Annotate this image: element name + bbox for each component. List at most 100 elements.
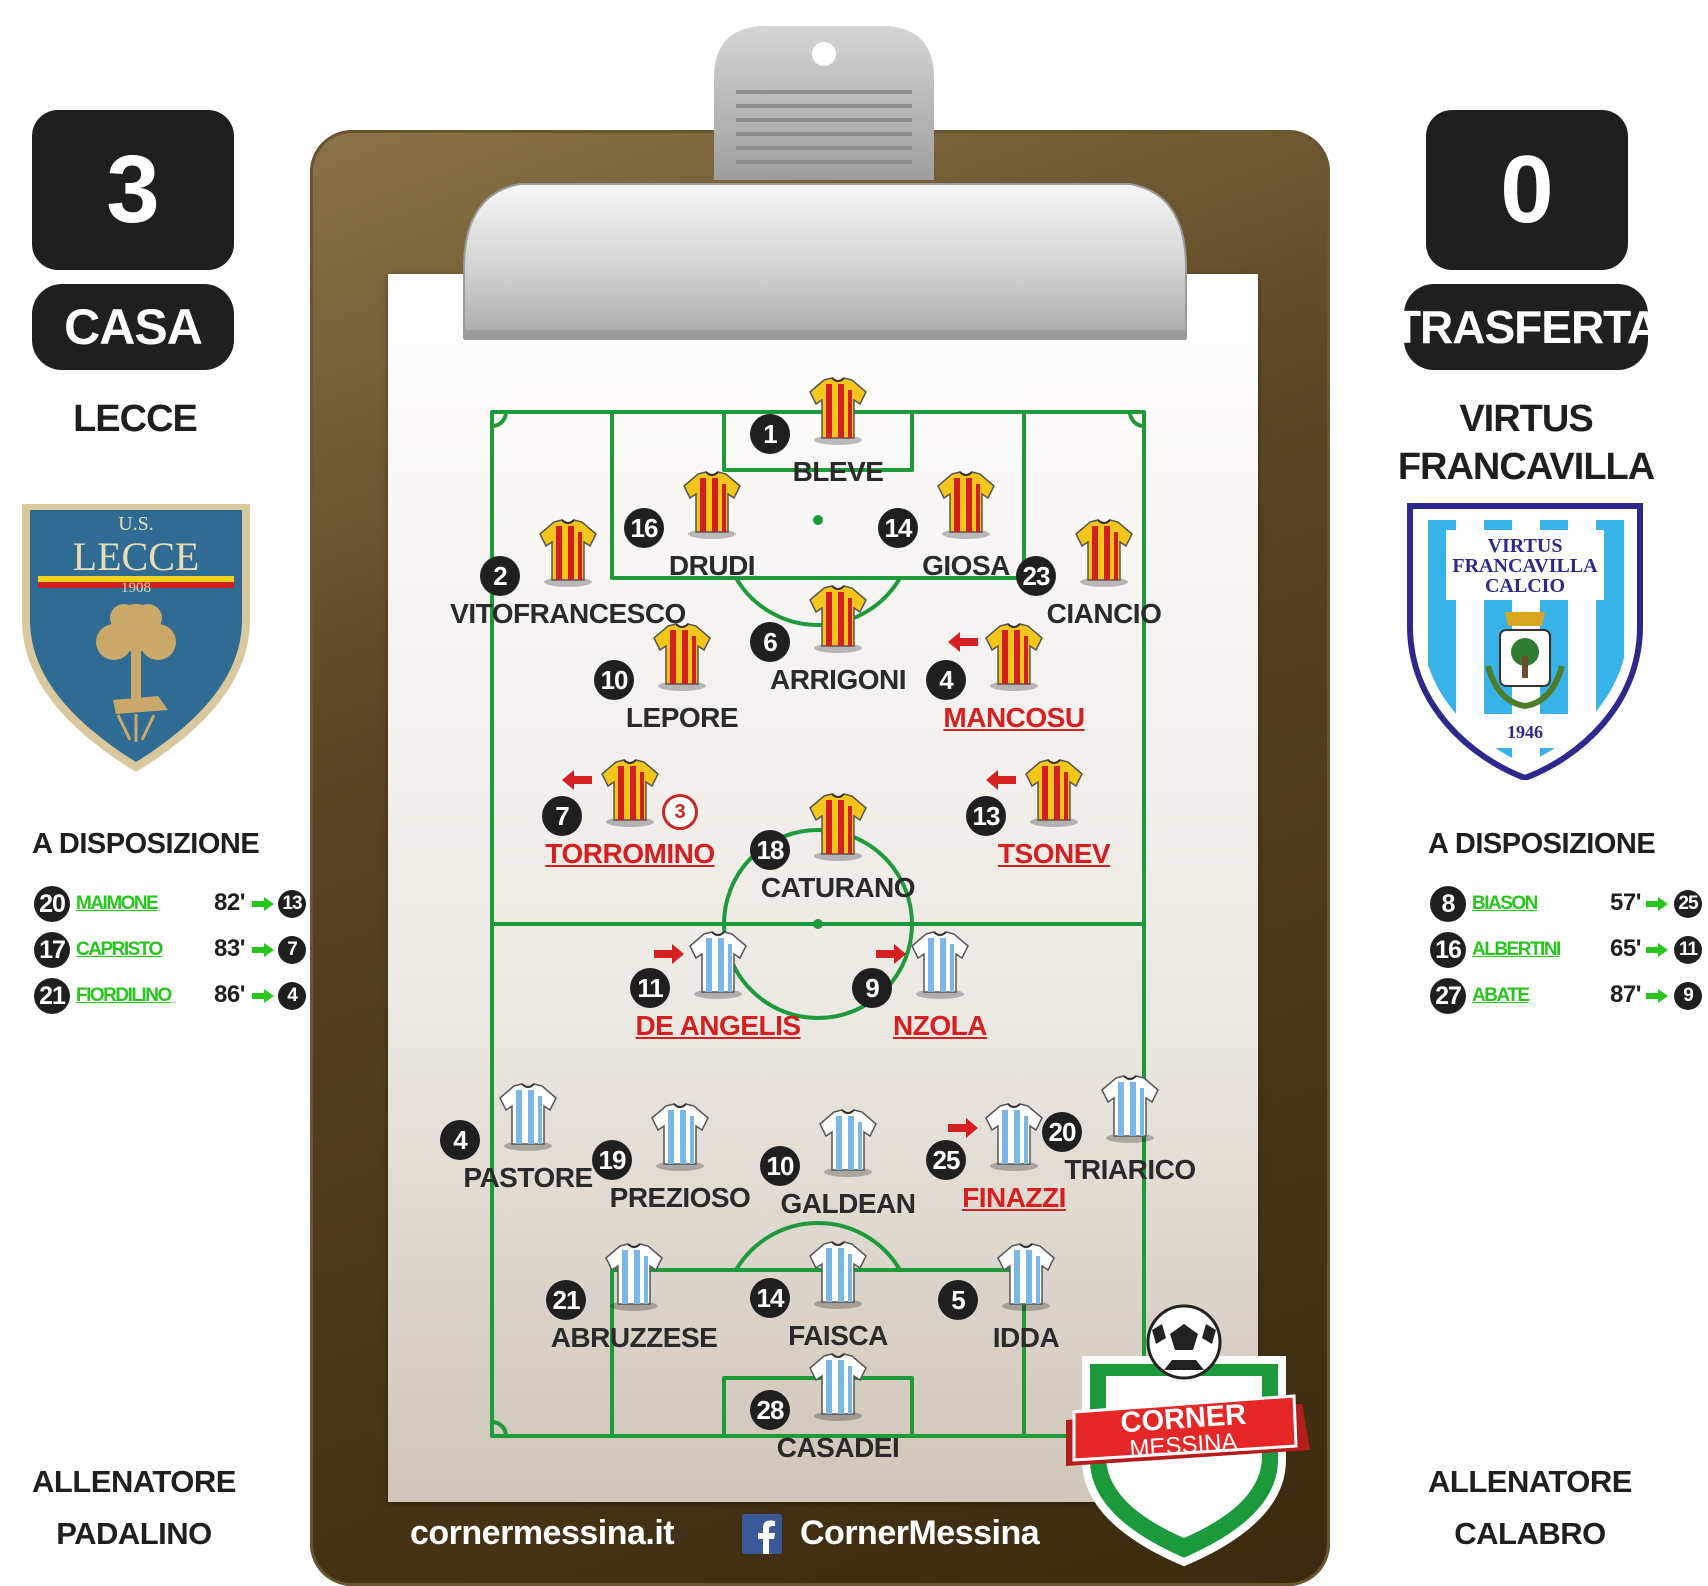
player-name: CIANCIO <box>1046 598 1162 629</box>
bench-number: 20 <box>34 886 70 922</box>
bench-player-name[interactable]: MAIMONE <box>76 893 159 914</box>
player-number: 6 <box>750 622 790 662</box>
player-name: CASADEI <box>776 1432 900 1463</box>
home-team-name: LECCE <box>73 398 198 440</box>
shirt-icon <box>652 622 712 697</box>
player-name[interactable]: FINAZZI <box>962 1182 1066 1213</box>
away-score-box: 0 <box>1426 110 1628 270</box>
sub-out-number: 9 <box>1674 982 1702 1010</box>
sub-arrow-icon <box>1646 989 1668 1003</box>
sub-minute: 82' <box>214 889 245 916</box>
player-name[interactable]: TORROMINO <box>545 838 715 869</box>
shirt-icon <box>1074 518 1134 593</box>
away-team-name-2: FRANCAVILLA <box>1397 446 1655 488</box>
corner-messina-logo: CORNER MESSINA <box>1066 1304 1310 1567</box>
substitution-arrow-icon <box>562 770 592 790</box>
player-number: 11 <box>630 968 670 1008</box>
away-bench-title: A DISPOSIZIONE <box>1428 828 1656 860</box>
home-tag-box: CASA <box>32 284 234 370</box>
bench-player-name[interactable]: ALBERTINI <box>1472 939 1561 960</box>
bench-player-name[interactable]: CAPRISTO <box>76 939 163 960</box>
player-name: LEPORE <box>625 702 739 733</box>
sub-out-number: 4 <box>278 982 306 1010</box>
away-score: 0 <box>1500 136 1554 243</box>
home-score: 3 <box>106 136 160 243</box>
sub-arrow-icon <box>252 943 274 957</box>
home-coach-label: ALLENATORE <box>32 1464 236 1499</box>
player-name: FAISCA <box>788 1320 888 1351</box>
shirt-icon <box>688 930 748 1005</box>
shirt-icon <box>682 470 742 545</box>
bench-row: 17 CAPRISTO <box>34 932 163 968</box>
shirt-icon <box>984 1102 1044 1177</box>
player-name: ABRUZZESE <box>550 1322 718 1353</box>
player-name[interactable]: NZOLA <box>893 1010 987 1041</box>
away-team-name-1: VIRTUS <box>1459 398 1593 440</box>
top-goal-area <box>722 410 914 472</box>
clipboard-clip <box>463 26 1187 340</box>
player-number: 20 <box>1042 1112 1082 1152</box>
player-name: DRUDI <box>668 550 756 581</box>
bench-number: 27 <box>1430 978 1466 1014</box>
shirt-icon <box>1024 758 1084 833</box>
goal-ball-icon: 3 <box>662 794 698 830</box>
sub-out-number: 7 <box>278 936 306 964</box>
sub-minute: 65' <box>1610 935 1641 962</box>
bench-number: 17 <box>34 932 70 968</box>
sub-out-number: 11 <box>1674 936 1702 964</box>
sub-out-number: 13 <box>278 890 306 918</box>
sub-arrow-icon <box>1646 897 1668 911</box>
player-number: 5 <box>938 1280 978 1320</box>
player-name: GALDEAN <box>780 1188 916 1219</box>
player-number: 13 <box>966 796 1006 836</box>
home-coach-name: PADALINO <box>56 1516 212 1551</box>
footer-facebook: CornerMessina <box>800 1514 1040 1552</box>
sub-out-number: 25 <box>1674 890 1702 918</box>
player-number: 14 <box>750 1278 790 1318</box>
vf-badge-line2: FRANCAVILLA <box>1452 555 1598 577</box>
bench-player-name[interactable]: FIORDILINO <box>76 985 172 1006</box>
crest-icon <box>1485 612 1565 710</box>
player-name[interactable]: MANCOSU <box>943 702 1085 733</box>
player-number: 4 <box>926 660 966 700</box>
virtus-francavilla-badge: VIRTUS FRANCAVILLA CALCIO 1946 <box>1407 503 1643 780</box>
player-name: PASTORE <box>463 1162 593 1193</box>
shirt-icon <box>808 792 868 867</box>
centre-spot <box>813 919 823 929</box>
bench-number: 21 <box>34 978 70 1014</box>
player-name: BLEVE <box>792 456 884 487</box>
player-name[interactable]: DE ANGELIS <box>635 1010 801 1041</box>
shirt-icon <box>808 584 868 659</box>
away-tag: TRASFERTA <box>1392 301 1660 353</box>
player-number: 18 <box>750 830 790 870</box>
shirt-icon <box>936 470 996 545</box>
player-number: 14 <box>878 508 918 548</box>
pitch <box>490 410 1146 1438</box>
player-name[interactable]: TSONEV <box>997 838 1111 869</box>
home-score-box: 3 <box>32 110 234 270</box>
footer-site: cornermessina.it <box>410 1514 675 1552</box>
shirt-icon <box>808 1352 868 1427</box>
shirt-icon <box>818 1108 878 1183</box>
substitution-arrow-icon <box>948 632 978 652</box>
vf-badge-year: 1946 <box>1507 722 1543 742</box>
football-icon <box>1146 1304 1222 1380</box>
shirt-icon <box>808 376 868 451</box>
bench-player-name[interactable]: BIASON <box>1472 893 1538 914</box>
vf-badge-line3: CALCIO <box>1485 575 1565 597</box>
substitution-arrow-icon <box>876 944 906 964</box>
player-number: 10 <box>760 1146 800 1186</box>
substitution-arrow-icon <box>654 944 684 964</box>
sub-arrow-icon <box>252 989 274 1003</box>
vf-badge-line1: VIRTUS <box>1488 535 1563 557</box>
bench-number: 8 <box>1430 886 1466 922</box>
home-tag: CASA <box>64 299 203 355</box>
player-name: TRIARICO <box>1064 1154 1196 1185</box>
bench-player-name[interactable]: ABATE <box>1472 985 1530 1006</box>
top-penalty-arc <box>734 576 902 627</box>
player-number: 7 <box>542 796 582 836</box>
top-penalty-spot <box>813 515 823 525</box>
bench-row: 27 ABATE <box>1430 978 1530 1014</box>
player-name: VITOFRANCESCO <box>450 598 686 629</box>
